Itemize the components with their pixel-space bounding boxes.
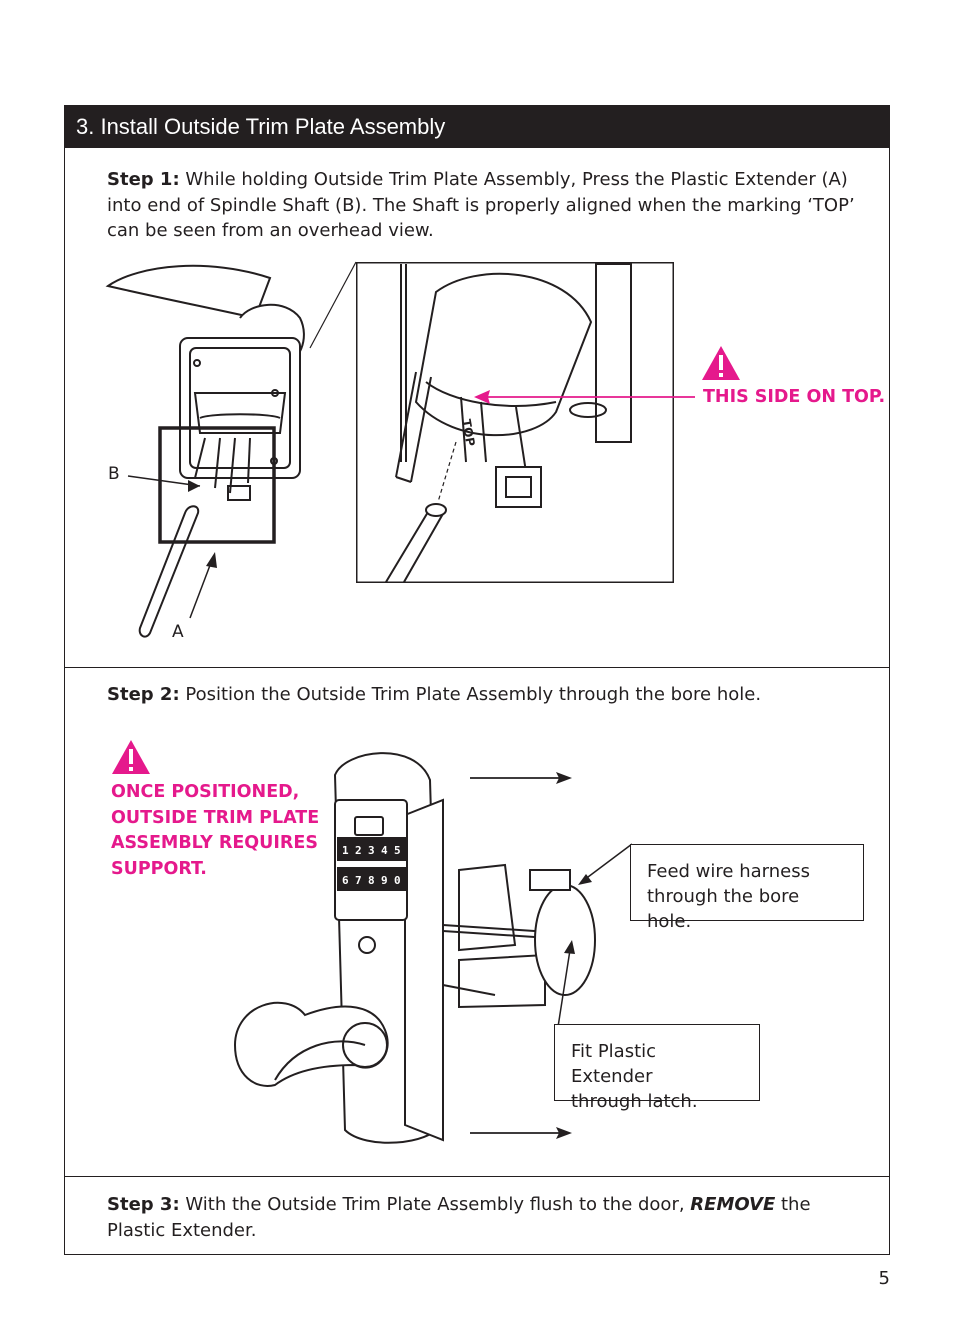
label-b: B	[108, 464, 120, 484]
step1-warning-text: THIS SIDE ON TOP.	[703, 387, 886, 407]
keypad-key[interactable]: 6	[342, 874, 349, 887]
wire-pointer-arrow	[578, 843, 633, 885]
keypad-key[interactable]: 4	[381, 844, 388, 857]
direction-arrow-top	[470, 772, 572, 784]
step3-text-pre: With the Outside Trim Plate Assembly flu…	[179, 1194, 691, 1215]
top-pointer-arrow	[474, 390, 695, 404]
step-divider	[64, 1176, 890, 1177]
step2-warning-line: ASSEMBLY REQUIRES	[111, 833, 318, 853]
plastic-extender-callout: Fit Plastic Extender through latch.	[554, 1024, 760, 1112]
trim-plate-illustration: 1 2 3 4 5 6 7 8 9 0	[233, 752, 596, 1144]
spindle-assembly-illustration	[105, 261, 357, 638]
step2-warning-line: ONCE POSITIONED,	[111, 782, 300, 802]
step2-paragraph: Step 2: Position the Outside Trim Plate …	[107, 682, 867, 708]
step3-paragraph: Step 3: With the Outside Trim Plate Asse…	[107, 1192, 867, 1243]
callout-line: Fit Plastic Extender	[571, 1041, 657, 1087]
section-title: 3. Install Outside Trim Plate Assembly	[64, 105, 890, 148]
keypad-key[interactable]: 5	[394, 844, 401, 857]
wire-harness-callout: Feed wire harness through the bore hole.	[630, 844, 864, 932]
svg-text:TOP: TOP	[459, 418, 478, 447]
step-divider	[64, 667, 890, 668]
top-marking-detail-view: TOP	[356, 262, 674, 583]
page-number: 5	[878, 1268, 890, 1289]
step3-emphasis: REMOVE	[690, 1194, 776, 1215]
callout-line: through latch.	[571, 1091, 698, 1112]
step1-text: While holding Outside Trim Plate Assembl…	[107, 169, 855, 241]
keypad-key[interactable]: 0	[394, 874, 401, 887]
step2-warning: ONCE POSITIONED, OUTSIDE TRIM PLATE ASSE…	[111, 780, 319, 882]
direction-arrow-bottom	[470, 1127, 572, 1139]
step2-label: Step 2:	[107, 684, 180, 705]
step2-warning-line: OUTSIDE TRIM PLATE	[111, 807, 320, 828]
label-a: A	[172, 622, 184, 642]
step2-text: Position the Outside Trim Plate Assembly…	[179, 684, 762, 705]
warning-icon	[702, 346, 740, 380]
keypad	[337, 837, 407, 891]
keypad-key[interactable]: 3	[368, 844, 375, 857]
step1-label: Step 1:	[107, 169, 180, 190]
callout-line: through the bore hole.	[647, 886, 800, 932]
step3-text-post: the Plastic Extender.	[107, 1194, 811, 1241]
step3-label: Step 3:	[107, 1194, 180, 1215]
keypad-key[interactable]: 2	[355, 844, 362, 857]
keypad-key[interactable]: 8	[368, 874, 375, 887]
step2-warning-line: SUPPORT.	[111, 858, 207, 879]
keypad-key[interactable]: 1	[342, 844, 349, 857]
callout-line: Feed wire harness	[647, 861, 810, 882]
step1-paragraph: Step 1: While holding Outside Trim Plate…	[107, 167, 867, 244]
warning-icon	[112, 740, 150, 774]
keypad-key[interactable]: 9	[381, 874, 388, 887]
keypad-key[interactable]: 7	[355, 874, 362, 887]
extender-pointer-arrow	[557, 940, 575, 1028]
